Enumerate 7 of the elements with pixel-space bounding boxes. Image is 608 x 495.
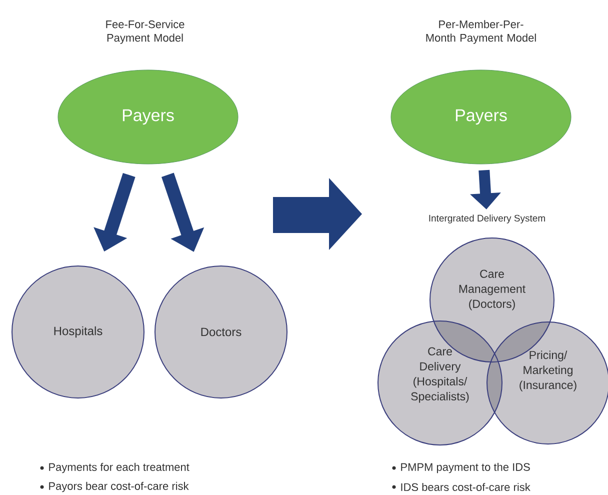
bullet-item: Payors bear cost-of-care risk xyxy=(49,482,189,492)
bullet-item: PMPM payment to the IDS xyxy=(401,462,530,474)
panel-title: Fee-For-Service Payment Model xyxy=(106,20,184,44)
system-label: Intergrated Delivery System xyxy=(429,214,545,224)
panel-title: Per-Member-Per-Month Payment Model xyxy=(426,20,536,44)
bullet-item: Payments for each treatment xyxy=(49,462,190,474)
bullet-item: IDS bears cost-of-care risk xyxy=(401,482,530,492)
